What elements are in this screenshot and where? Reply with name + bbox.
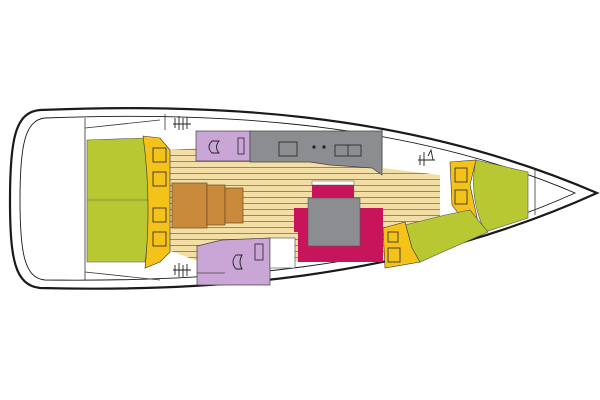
toilet-icon <box>208 140 220 154</box>
aft-head-top <box>195 130 251 162</box>
starboard-lockers <box>387 231 401 263</box>
forward-lockers <box>454 167 468 205</box>
toilet-icon <box>232 254 243 270</box>
winch-symbol <box>173 116 435 277</box>
deck-inner-line <box>19 115 577 281</box>
sink-icon <box>278 141 298 157</box>
aft-storage-lockers <box>152 147 167 247</box>
stove-burner-icon <box>322 145 326 149</box>
aft-head-bottom <box>196 237 271 286</box>
companionway-stairs <box>171 182 244 229</box>
chart-table <box>269 237 296 269</box>
aft-berth-frame <box>142 135 171 269</box>
galley <box>249 130 383 176</box>
starboard-berth-frame <box>382 221 421 269</box>
saloon-seat-top <box>312 185 354 199</box>
saloon-table <box>307 197 361 247</box>
stove-burner-icon <box>312 145 316 149</box>
forward-berth <box>473 159 529 233</box>
saloon <box>294 180 383 262</box>
